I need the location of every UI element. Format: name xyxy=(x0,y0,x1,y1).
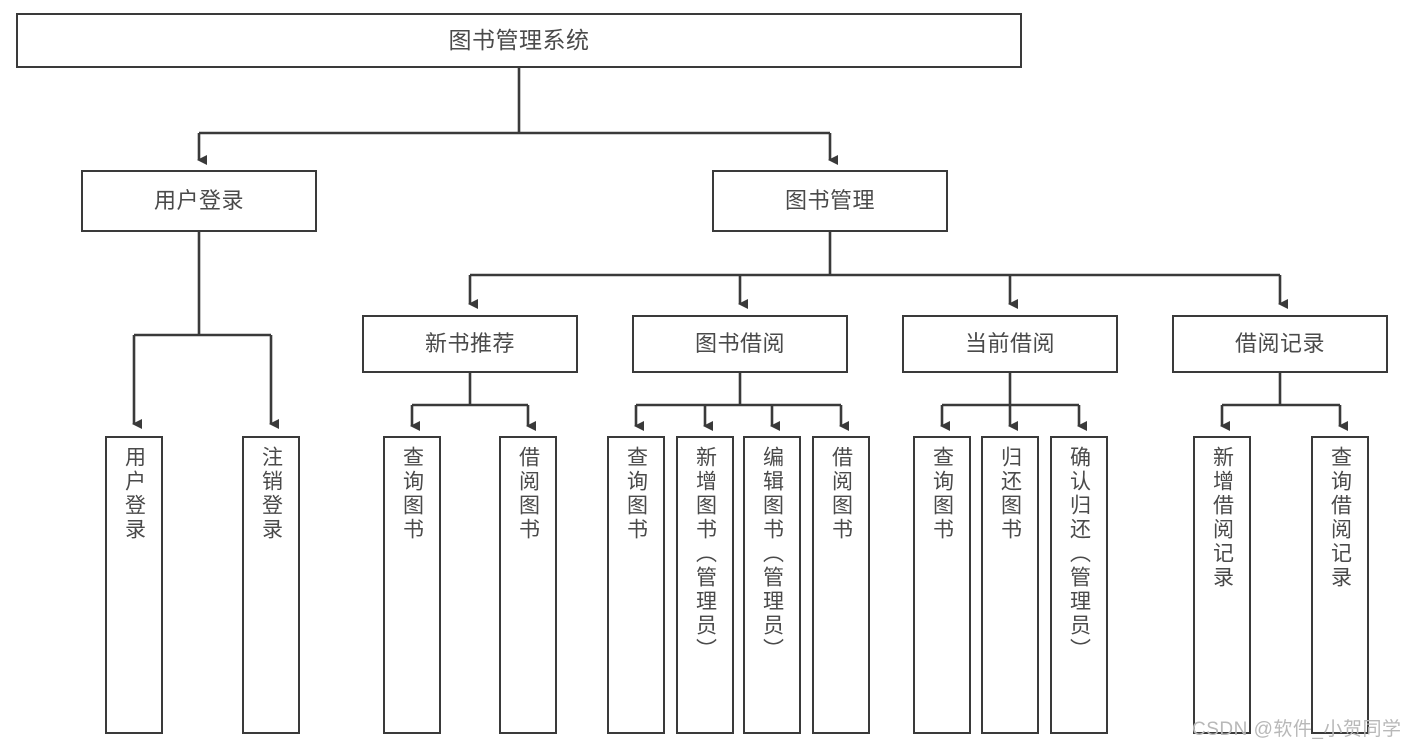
node-label: 查询借阅记录 xyxy=(1328,446,1352,590)
node-label: 注销登录 xyxy=(259,446,283,542)
node-user-login[interactable]: 用户登录 xyxy=(81,170,317,232)
leaf-confirm-return-admin[interactable]: 确认归还（管理员） xyxy=(1050,436,1108,734)
node-current-borrow[interactable]: 当前借阅 xyxy=(902,315,1118,373)
node-label: 用户登录 xyxy=(153,188,244,214)
leaf-return-book[interactable]: 归还图书 xyxy=(981,436,1039,734)
node-label: 新增图书（管理员） xyxy=(693,446,717,662)
leaf-logout-login[interactable]: 注销登录 xyxy=(242,436,300,734)
leaf-edit-book-admin[interactable]: 编辑图书（管理员） xyxy=(743,436,801,734)
node-new-book-recommend[interactable]: 新书推荐 xyxy=(362,315,578,373)
node-label: 借阅图书 xyxy=(829,446,853,542)
node-root-system[interactable]: 图书管理系统 xyxy=(16,13,1022,68)
csdn-watermark: CSDN @软件_小贺同学 xyxy=(1192,719,1402,740)
node-label: 查询图书 xyxy=(624,446,648,542)
node-label: 新书推荐 xyxy=(424,331,515,357)
node-label: 用户登录 xyxy=(122,446,146,542)
leaf-add-borrow-record[interactable]: 新增借阅记录 xyxy=(1193,436,1251,734)
node-label: 新增借阅记录 xyxy=(1210,446,1234,590)
node-label: 编辑图书（管理员） xyxy=(760,446,784,662)
leaf-query-borrow-record[interactable]: 查询借阅记录 xyxy=(1311,436,1369,734)
leaf-borrow-book-recommend[interactable]: 借阅图书 xyxy=(499,436,557,734)
node-label: 查询图书 xyxy=(400,446,424,542)
leaf-query-book-recommend[interactable]: 查询图书 xyxy=(383,436,441,734)
node-label: 当前借阅 xyxy=(964,331,1055,357)
node-label: 借阅图书 xyxy=(516,446,540,542)
node-label: 归还图书 xyxy=(998,446,1022,542)
leaf-borrow-book[interactable]: 借阅图书 xyxy=(812,436,870,734)
node-label: 查询图书 xyxy=(930,446,954,542)
node-label: 图书借阅 xyxy=(694,331,785,357)
node-label: 图书管理 xyxy=(784,188,875,214)
leaf-query-book-current[interactable]: 查询图书 xyxy=(913,436,971,734)
node-label: 确认归还（管理员） xyxy=(1067,446,1091,662)
node-borrow-record[interactable]: 借阅记录 xyxy=(1172,315,1388,373)
leaf-query-book-borrow[interactable]: 查询图书 xyxy=(607,436,665,734)
node-book-management[interactable]: 图书管理 xyxy=(712,170,948,232)
leaf-add-book-admin[interactable]: 新增图书（管理员） xyxy=(676,436,734,734)
leaf-user-login[interactable]: 用户登录 xyxy=(105,436,163,734)
node-book-borrow[interactable]: 图书借阅 xyxy=(632,315,848,373)
node-label: 借阅记录 xyxy=(1234,331,1325,357)
node-label: 图书管理系统 xyxy=(448,26,590,53)
